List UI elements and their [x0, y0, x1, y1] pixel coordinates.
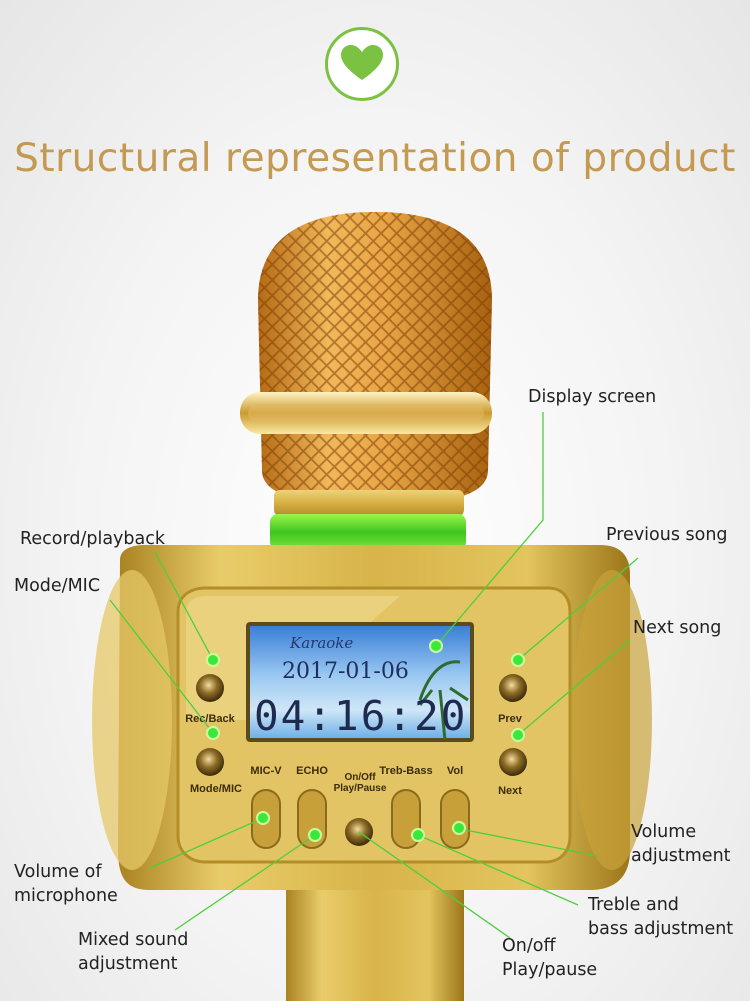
led-rec: [206, 653, 220, 667]
led-vol: [452, 821, 466, 835]
heart-badge: [325, 27, 399, 101]
callout-onoff-line-2: Play/pause: [502, 960, 598, 980]
callout-volume-mic: Volume of microphone: [14, 860, 118, 908]
led-mic-v: [256, 811, 270, 825]
led-display: [429, 639, 443, 653]
led-echo: [308, 828, 322, 842]
vol-label: Vol: [447, 765, 463, 777]
led-mode: [206, 726, 220, 740]
callout-volume-line-1: Volume: [631, 822, 697, 842]
treb-bass-label: Treb-Bass: [379, 765, 432, 777]
heart-icon: [341, 45, 383, 80]
callout-volume-mic-line-2: microphone: [14, 886, 118, 906]
lcd-line-3: 04:16:20: [254, 692, 467, 740]
mic-v-label: MIC-V: [250, 765, 282, 777]
play-pause-label: Play/Pause: [334, 783, 387, 794]
next-button[interactable]: [499, 748, 527, 776]
prev-button[interactable]: [499, 674, 527, 702]
vol-rocker[interactable]: [440, 789, 470, 849]
callout-onoff-line-1: On/off: [502, 936, 556, 956]
callout-next-song: Next song: [633, 618, 722, 638]
callout-mixed-sound: Mixed sound adjustment: [78, 928, 188, 976]
callout-display-screen: Display screen: [528, 387, 657, 407]
next-label: Next: [498, 785, 522, 797]
lcd-line-2: 2017-01-06: [282, 659, 409, 684]
callout-mode-mic: Mode/MIC: [14, 576, 101, 596]
mode-mic-label: Mode/MIC: [190, 783, 242, 795]
green-band: [270, 514, 466, 550]
callout-onoff: On/off Play/pause: [502, 934, 597, 982]
callout-treble-line-2: bass adjustment: [588, 919, 734, 939]
lcd-line-1: Karaoke: [289, 634, 353, 652]
callout-previous-song: Previous song: [606, 525, 728, 545]
callout-volume-adjustment: Volume adjustment: [631, 820, 731, 868]
callout-volume-line-2: adjustment: [631, 846, 731, 866]
led-next: [511, 728, 525, 742]
rec-back-button[interactable]: [196, 674, 224, 702]
page-title: Structural representation of product: [14, 136, 736, 181]
led-treb: [411, 828, 425, 842]
callout-treble-bass: Treble and bass adjustment: [588, 893, 733, 941]
callout-mixed-line-2: adjustment: [78, 954, 178, 974]
echo-label: ECHO: [296, 765, 328, 777]
led-prev: [511, 653, 525, 667]
mode-mic-button[interactable]: [196, 748, 224, 776]
callout-record-playback: Record/playback: [20, 529, 165, 549]
prev-label: Prev: [498, 713, 523, 725]
callout-treble-line-1: Treble and: [588, 895, 679, 915]
rec-back-label: Rec/Back: [185, 713, 235, 725]
callout-mixed-line-1: Mixed sound: [78, 930, 189, 950]
onoff-label: On/Off: [344, 772, 376, 783]
callout-volume-mic-line-1: Volume of: [14, 862, 102, 882]
